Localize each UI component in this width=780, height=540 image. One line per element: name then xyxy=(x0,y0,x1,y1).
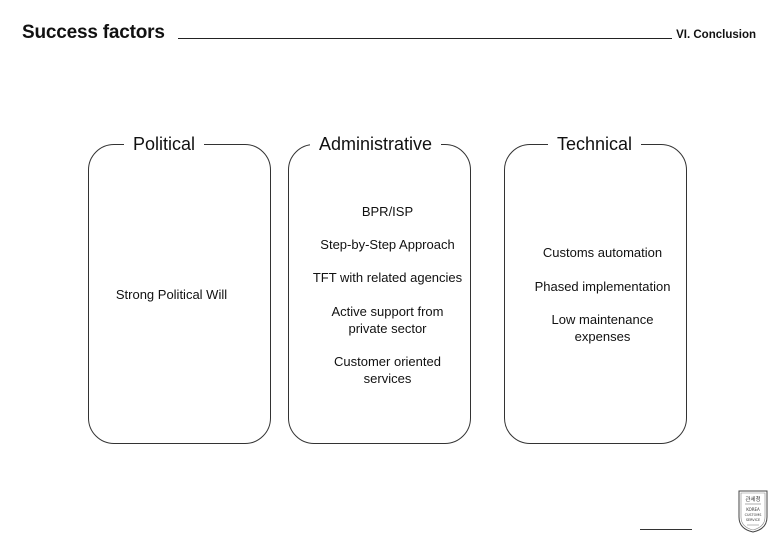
administrative-item: Active support from private sector xyxy=(331,304,444,336)
administrative-title: Administrative xyxy=(310,133,442,155)
svg-text:CUSTOMS: CUSTOMS xyxy=(745,513,762,517)
technical-item: Phased implementation xyxy=(534,279,671,294)
administrative-item: Step-by-Step Approach xyxy=(320,237,455,252)
footer-line xyxy=(640,529,692,530)
korea-customs-seal-logo: 관세청 KOREA CUSTOMS SERVICE xyxy=(738,490,768,533)
header-rule xyxy=(178,38,756,39)
technical-title: Technical xyxy=(548,133,642,155)
technical-item: Customs automation xyxy=(542,245,663,260)
political-title: Political xyxy=(124,133,205,155)
administrative-frame xyxy=(288,144,471,444)
administrative-item: BPR/ISP xyxy=(361,204,414,219)
section-label: VI. Conclusion xyxy=(672,28,756,42)
svg-text:관세청: 관세청 xyxy=(745,495,760,503)
administrative-item: TFT with related agencies xyxy=(312,270,463,285)
administrative-item: Customer oriented services xyxy=(334,354,441,386)
technical-item: Low maintenance expenses xyxy=(551,312,654,344)
political-item: Strong Political Will xyxy=(115,287,228,302)
svg-text:KOREA: KOREA xyxy=(746,507,760,512)
page-title: Success factors xyxy=(22,22,165,43)
svg-text:SERVICE: SERVICE xyxy=(746,518,760,522)
